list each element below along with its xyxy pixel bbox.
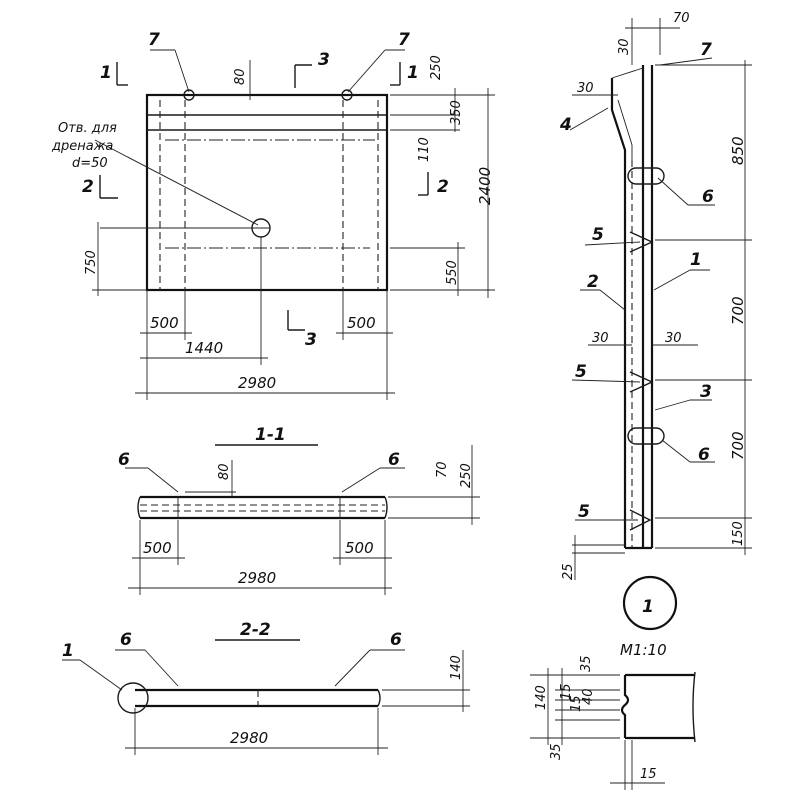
s33-callout-5b: 5	[575, 362, 587, 382]
s22-dim-2980: 2980	[230, 729, 268, 747]
plan-section-3-top: 3	[318, 50, 330, 70]
d1-dim-15b: 15	[569, 695, 584, 712]
s33-callout-7: 7	[700, 40, 712, 60]
plan-dim-550: 550	[445, 260, 460, 285]
s33-dim-30-top: 30	[617, 38, 632, 55]
detail-1-circle	[622, 575, 678, 631]
s33-callout-4: 4	[559, 115, 572, 135]
plan-section-2-right: 2	[437, 177, 449, 197]
s11-dim-500-right: 500	[345, 539, 374, 557]
s33-dim-30b: 30	[665, 331, 682, 346]
plan-section-3-bottom: 3	[305, 330, 317, 350]
s22-callout-6b: 6	[390, 630, 402, 650]
s11-dim-80: 80	[217, 463, 232, 480]
plan-callout-7a: 7	[148, 30, 160, 50]
d1-dim-15a: 15	[559, 683, 574, 700]
d1-dim-40: 40	[581, 688, 596, 705]
d1-dim-35-bot: 35	[549, 743, 564, 760]
s33-dim-700a: 700	[729, 296, 747, 325]
s11-callout-6a: 6	[118, 450, 130, 470]
plan-dim-2400: 2400	[476, 167, 494, 205]
d1-dim-140: 140	[534, 685, 549, 710]
plan-section-1-right: 1	[407, 63, 419, 83]
plan-dim-350: 350	[449, 100, 464, 125]
plan-dim-750: 750	[84, 250, 99, 275]
plan-view: 7 7 80 1 1 3 3 2 2 Отв. для дренажа d=50	[51, 30, 495, 400]
plan-dim-250: 250	[429, 55, 444, 80]
s33-dim-30a: 30	[592, 331, 609, 346]
detail-1-marker-circle	[117, 682, 149, 714]
section-2-2: 2-2 1 6 6 140 2980	[62, 620, 470, 755]
detail-1: 1 М1:10 140 35 15 15 40 35 15	[530, 575, 696, 790]
s33-callout-2: 2	[587, 272, 599, 292]
plan-dim-500-left: 500	[150, 314, 179, 332]
plan-dim-500-right: 500	[347, 314, 376, 332]
plan-callout-7b: 7	[398, 30, 410, 50]
plan-section-1-left: 1	[100, 63, 112, 83]
plan-dim-80: 80	[233, 68, 248, 85]
s33-callout-3: 3	[700, 382, 712, 402]
s22-dim-140: 140	[449, 655, 464, 680]
d1-dim-15-bottom: 15	[640, 767, 657, 782]
s33-callout-5a: 5	[592, 225, 604, 245]
plan-dim-2980: 2980	[238, 374, 276, 392]
detail-1-scale: М1:10	[620, 641, 667, 659]
section-1-1: 1-1 6 6 80 70 250 500	[118, 425, 480, 595]
section-1-1-title: 1-1	[255, 425, 286, 445]
s33-dim-700b: 700	[729, 431, 747, 460]
hole-note-line1: Отв. для	[58, 121, 117, 136]
s33-dim-30-left: 30	[577, 81, 594, 96]
s33-callout-5c: 5	[578, 502, 590, 522]
hole-note-line3: d=50	[72, 156, 108, 171]
s22-callout-1: 1	[62, 641, 74, 661]
s11-dim-70: 70	[435, 461, 450, 478]
section-3-3: 850 700 700 150 70 30 30 30 30 25 7 4 6 …	[559, 11, 752, 580]
section-2-2-title: 2-2	[240, 620, 271, 640]
detail-1-marker: 1	[642, 597, 654, 617]
s33-dim-70: 70	[673, 11, 690, 26]
s11-callout-6b: 6	[388, 450, 400, 470]
s11-dim-250: 250	[459, 463, 474, 488]
s33-dim-850: 850	[729, 136, 747, 165]
plan-section-2-left: 2	[82, 177, 94, 197]
s11-dim-2980: 2980	[238, 569, 276, 587]
plan-dim-1440: 1440	[185, 339, 223, 357]
s33-callout-6b: 6	[698, 445, 710, 465]
s33-callout-6a: 6	[702, 187, 714, 207]
d1-dim-35-top: 35	[579, 655, 594, 672]
hole-note-line2: дренажа	[51, 139, 113, 154]
s22-callout-6a: 6	[120, 630, 132, 650]
s11-dim-500-left: 500	[143, 539, 172, 557]
s33-dim-25: 25	[561, 563, 576, 580]
s33-dim-150: 150	[731, 521, 746, 546]
s33-callout-1: 1	[690, 250, 702, 270]
plan-dim-110: 110	[417, 137, 432, 162]
slab-outline	[145, 93, 389, 292]
